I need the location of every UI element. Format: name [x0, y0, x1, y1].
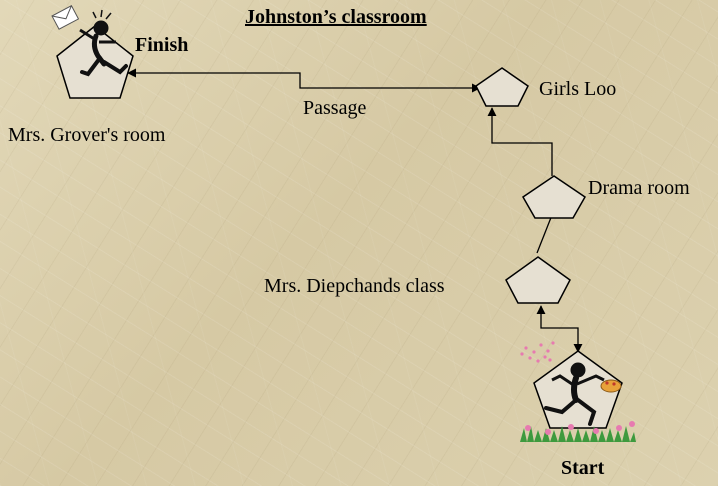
diagram-title: Johnston’s classroom	[245, 6, 427, 28]
cake-icon	[600, 379, 622, 393]
start-label: Start	[561, 457, 605, 479]
drama-diepchand-connector	[536, 214, 553, 254]
runner-start-icon	[544, 362, 605, 426]
drama-room-label: Drama room	[588, 177, 690, 199]
passage-label: Passage	[303, 97, 367, 119]
passage-connector	[127, 68, 481, 93]
drama-room-pentagon	[522, 175, 586, 219]
flowers-icon	[520, 341, 636, 442]
finish-label: Finish	[135, 34, 189, 56]
envelope-icon	[51, 4, 80, 30]
diepchand-pentagon	[505, 256, 571, 304]
grover-room-label: Mrs. Grover's room	[8, 124, 166, 146]
diepchand-class-label: Mrs. Diepchands class	[264, 275, 445, 297]
start-diepchand-connector	[536, 305, 583, 353]
girls-loo-label: Girls Loo	[539, 78, 617, 100]
loo-drama-connector	[487, 107, 553, 176]
runner-finish-icon	[79, 9, 128, 77]
girls-loo-pentagon	[475, 67, 529, 107]
